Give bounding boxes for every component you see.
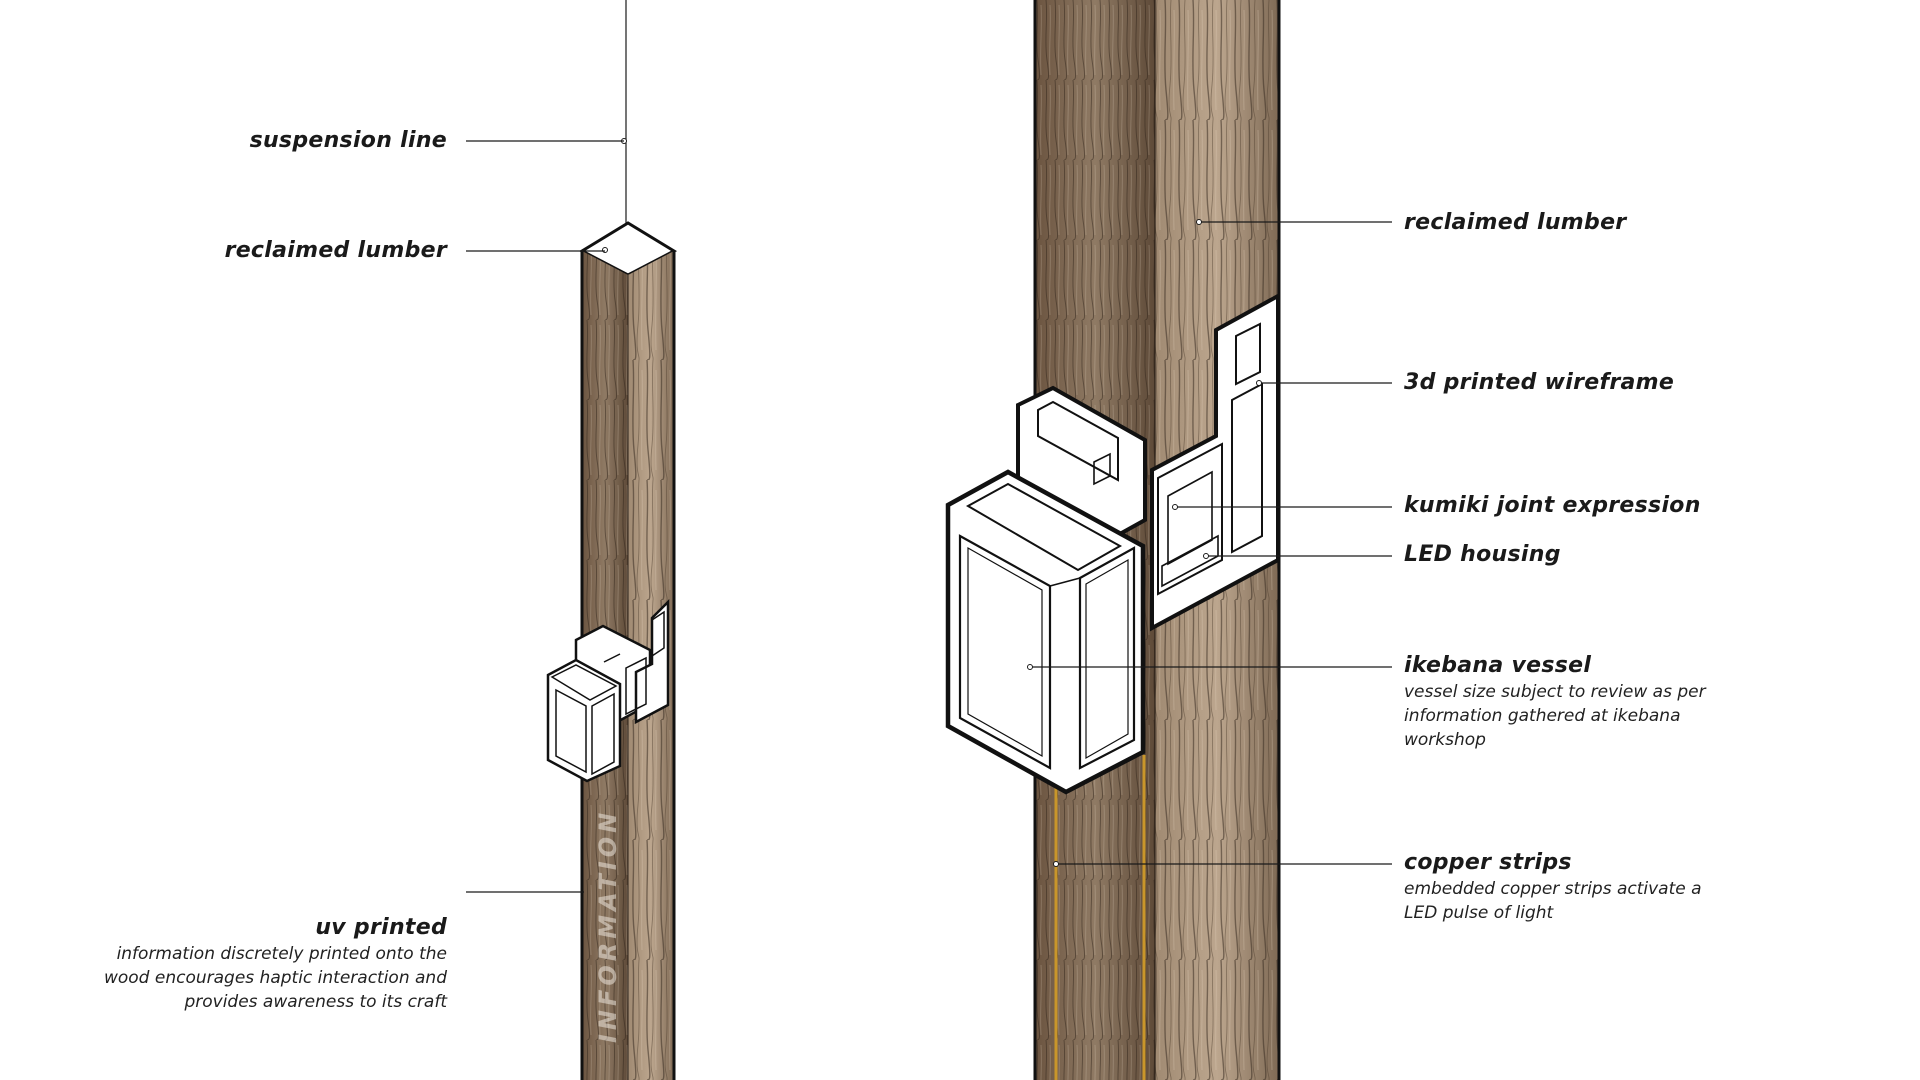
uv-printed-desc-line: information discretely printed onto the xyxy=(116,944,447,964)
ikebana-desc-line: workshop xyxy=(1404,730,1486,750)
ikebana-desc-line: information gathered at ikebana xyxy=(1404,706,1681,726)
uv-printed-desc-line: provides awareness to its craft xyxy=(184,992,447,1012)
large-post xyxy=(945,0,1281,1080)
uv-printed-desc-line: wood encourages haptic interaction and xyxy=(103,968,447,988)
label-suspension-line: suspension line xyxy=(249,128,447,153)
vessel-body xyxy=(945,469,1146,795)
label-3d-printed-wireframe: 3d printed wireframe xyxy=(1404,370,1675,395)
copper-desc-line: embedded copper strips activate a xyxy=(1404,879,1702,899)
large-fixture xyxy=(945,292,1280,795)
small-fixture xyxy=(546,598,670,783)
vessel-front-panel xyxy=(958,534,1052,770)
right-leader-lines xyxy=(1030,221,1392,865)
post-engraving-text: INFORMATION xyxy=(594,808,622,1043)
right-leader-dots xyxy=(1027,219,1262,867)
label-reclaimed-lumber-left: reclaimed lumber xyxy=(224,238,447,263)
small-post xyxy=(546,0,678,1080)
ikebana-desc-line: vessel size subject to review as per xyxy=(1404,682,1706,702)
label-ikebana-vessel: ikebana vessel xyxy=(1404,653,1592,678)
left-leader-lines xyxy=(466,140,624,893)
label-led-housing: LED housing xyxy=(1404,542,1561,567)
label-reclaimed-lumber-right: reclaimed lumber xyxy=(1404,210,1627,235)
ikebana-vessel-description: vessel size subject to review as per inf… xyxy=(1404,680,1706,752)
copper-strips-description: embedded copper strips activate a LED pu… xyxy=(1404,877,1702,925)
label-kumiki-joint: kumiki joint expression xyxy=(1404,493,1701,518)
label-uv-printed: uv printed xyxy=(315,915,447,940)
copper-desc-line: LED pulse of light xyxy=(1404,903,1554,923)
uv-printed-description: information discretely printed onto the … xyxy=(104,942,447,1014)
label-copper-strips: copper strips xyxy=(1404,850,1572,875)
